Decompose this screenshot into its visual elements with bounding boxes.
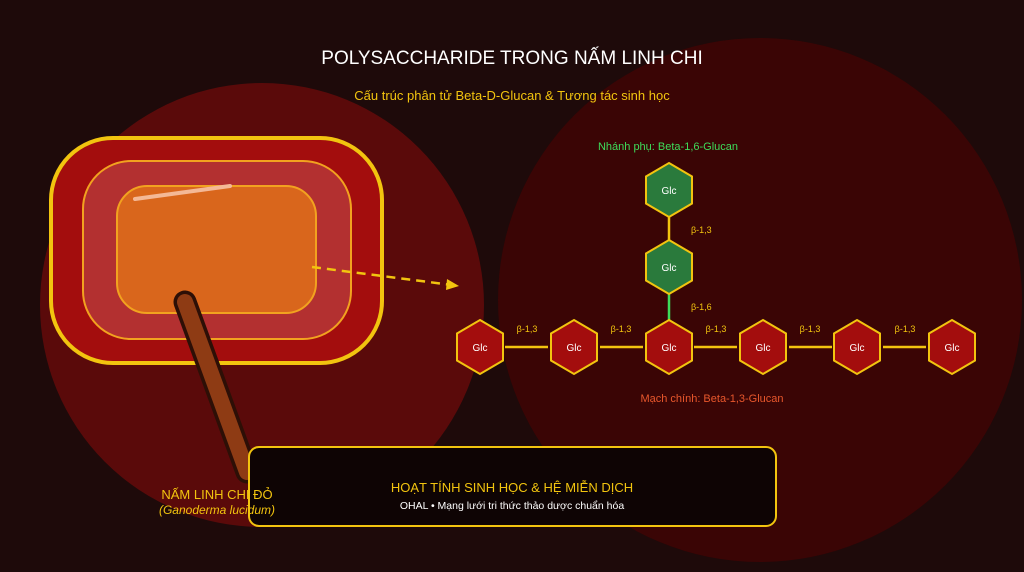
glucose-unit: Glc — [550, 318, 598, 376]
glucose-label: Glc — [567, 343, 582, 354]
branch-chain: Glc Glc — [645, 161, 693, 296]
glucose-unit-branch-point: Glc — [645, 318, 693, 376]
bond-label: β-1,3 — [706, 324, 727, 334]
main-chain-bond-labels: β-1,3 β-1,3 β-1,3 β-1,3 β-1,3 — [517, 324, 916, 334]
page-subtitle: Cấu trúc phân tử Beta-D-Glucan & Tương t… — [354, 88, 670, 103]
dashed-arrow-line — [311, 265, 453, 287]
glucose-label: Glc — [945, 343, 960, 354]
glucose-label: Glc — [850, 343, 865, 354]
info-box-subtitle: OHAL • Mạng lưới tri thức thảo dược chuẩ… — [400, 500, 624, 512]
page-title: POLYSACCHARIDE TRONG NẤM LINH CHI — [321, 47, 702, 69]
info-box-title: HOẠT TÍNH SINH HỌC & HỆ MIỄN DỊCH — [391, 480, 633, 495]
mushroom-cap — [49, 136, 384, 365]
cap-inner-core — [116, 185, 317, 314]
hexagon-shape — [739, 318, 787, 376]
glucose-unit: Glc — [928, 318, 976, 376]
arrow-head-icon — [446, 279, 459, 290]
branch-link-label: β-1,6 — [691, 302, 712, 312]
bond-label: β-1,3 — [611, 324, 632, 334]
mushroom-name: NẤM LINH CHI ĐỎ — [161, 487, 272, 502]
glucose-unit: Glc — [833, 318, 881, 376]
cap-highlight — [133, 184, 232, 201]
glucose-label: Glc — [756, 343, 771, 354]
hexagon-shape — [550, 318, 598, 376]
branch-chain-label: Nhánh phụ: Beta-1,6-Glucan — [598, 141, 738, 153]
hexagon-shape — [645, 238, 693, 296]
hexagon-shape — [928, 318, 976, 376]
glucose-unit-branch: Glc — [645, 238, 693, 296]
hexagon-shape — [645, 161, 693, 219]
main-chain: Glc Glc Glc Glc Glc Glc — [456, 318, 976, 376]
glucose-unit-branch: Glc — [645, 161, 693, 219]
mushroom-scientific-name: (Ganoderma lucidum) — [159, 503, 275, 517]
bond-label: β-1,3 — [800, 324, 821, 334]
bond-label: β-1,3 — [517, 324, 538, 334]
info-box — [248, 446, 777, 527]
glucose-unit: Glc — [456, 318, 504, 376]
glucose-label: Glc — [662, 186, 677, 197]
hexagon-shape — [645, 318, 693, 376]
branch-bond-label: β-1,3 — [691, 225, 712, 235]
mushroom-stem — [177, 294, 255, 480]
molecule-glow — [498, 38, 1022, 562]
main-chain-label: Mạch chính: Beta-1,3-Glucan — [640, 393, 783, 405]
glucose-unit: Glc — [739, 318, 787, 376]
glucose-label: Glc — [662, 343, 677, 354]
glucose-label: Glc — [662, 263, 677, 274]
bond-label: β-1,3 — [895, 324, 916, 334]
glucose-label: Glc — [473, 343, 488, 354]
hexagon-shape — [456, 318, 504, 376]
hexagon-shape — [833, 318, 881, 376]
